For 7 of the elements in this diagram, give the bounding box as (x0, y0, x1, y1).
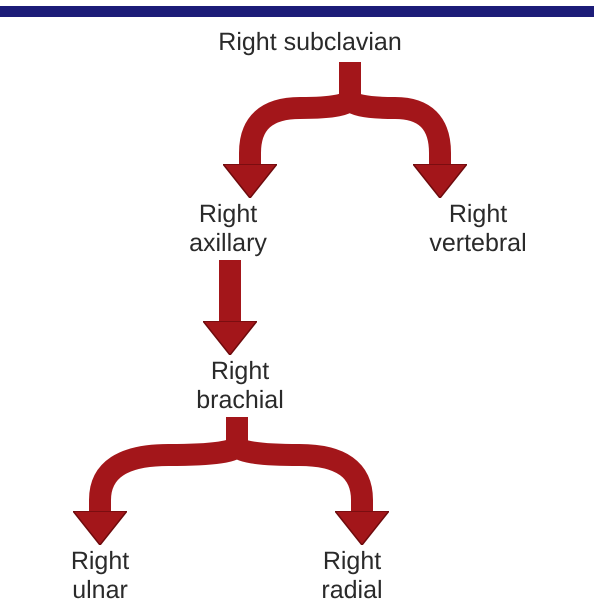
arrow (202, 260, 258, 356)
node-label: Right radial (320, 547, 384, 605)
node-label: Right brachial (195, 357, 285, 415)
node-label: Right axillary (188, 200, 268, 258)
node-label: Right vertebral (428, 200, 528, 258)
node-label: Right subclavian (218, 28, 402, 57)
node-label: Right ulnar (70, 547, 130, 605)
